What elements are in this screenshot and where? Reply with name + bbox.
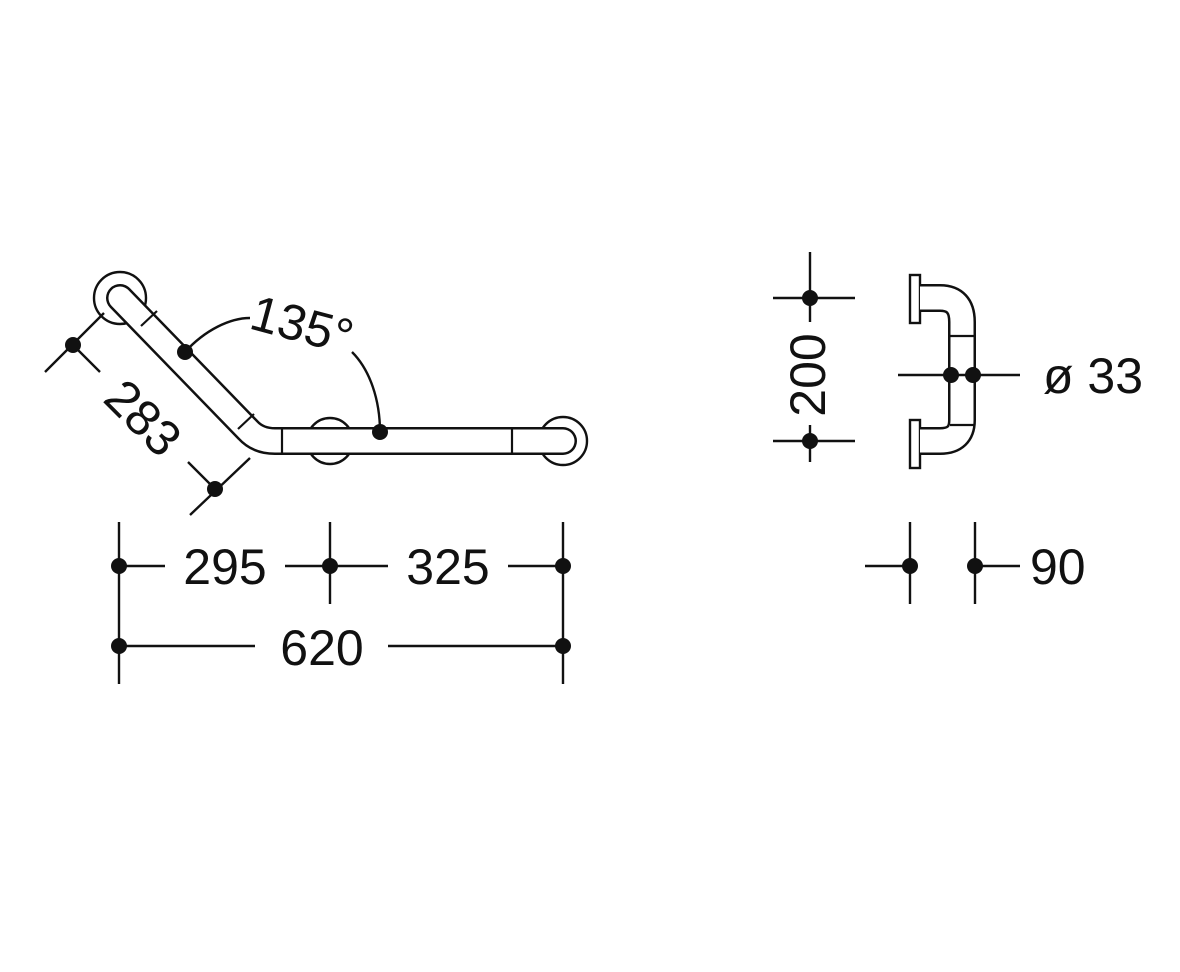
side-view: 200 ø 33 90 [773, 252, 1143, 604]
segment-joint [140, 310, 158, 327]
dim-point [555, 638, 571, 654]
segment-joint [237, 413, 255, 430]
angle-point [177, 344, 193, 360]
dim-point [555, 558, 571, 574]
projection-label: 90 [1030, 539, 1086, 595]
mounting-plate-top [908, 273, 922, 325]
left-length-label: 295 [183, 539, 266, 595]
angle-arc [351, 351, 382, 433]
diagonal-length-label: 283 [94, 369, 193, 468]
dim-point [802, 433, 818, 449]
dim-point [965, 367, 981, 383]
grab-bar-tube [108, 286, 575, 453]
height-label: 200 [780, 333, 836, 416]
dim-point [111, 638, 127, 654]
front-view: 283 135° 295 325 620 [44, 270, 589, 684]
mounting-plate-bottom [908, 418, 922, 470]
diag-dim-point [65, 337, 81, 353]
dim-point [111, 558, 127, 574]
angle-arc [184, 316, 251, 353]
dim-point [943, 367, 959, 383]
diameter-label: ø 33 [1043, 348, 1143, 404]
total-length-label: 620 [280, 620, 363, 676]
dim-point [802, 290, 818, 306]
dim-point [322, 558, 338, 574]
right-length-label: 325 [406, 539, 489, 595]
dim-point [902, 558, 918, 574]
angle-label: 135° [245, 285, 359, 366]
diag-dim-point [207, 481, 223, 497]
side-tube [920, 286, 974, 453]
dim-point [967, 558, 983, 574]
angle-point [372, 424, 388, 440]
